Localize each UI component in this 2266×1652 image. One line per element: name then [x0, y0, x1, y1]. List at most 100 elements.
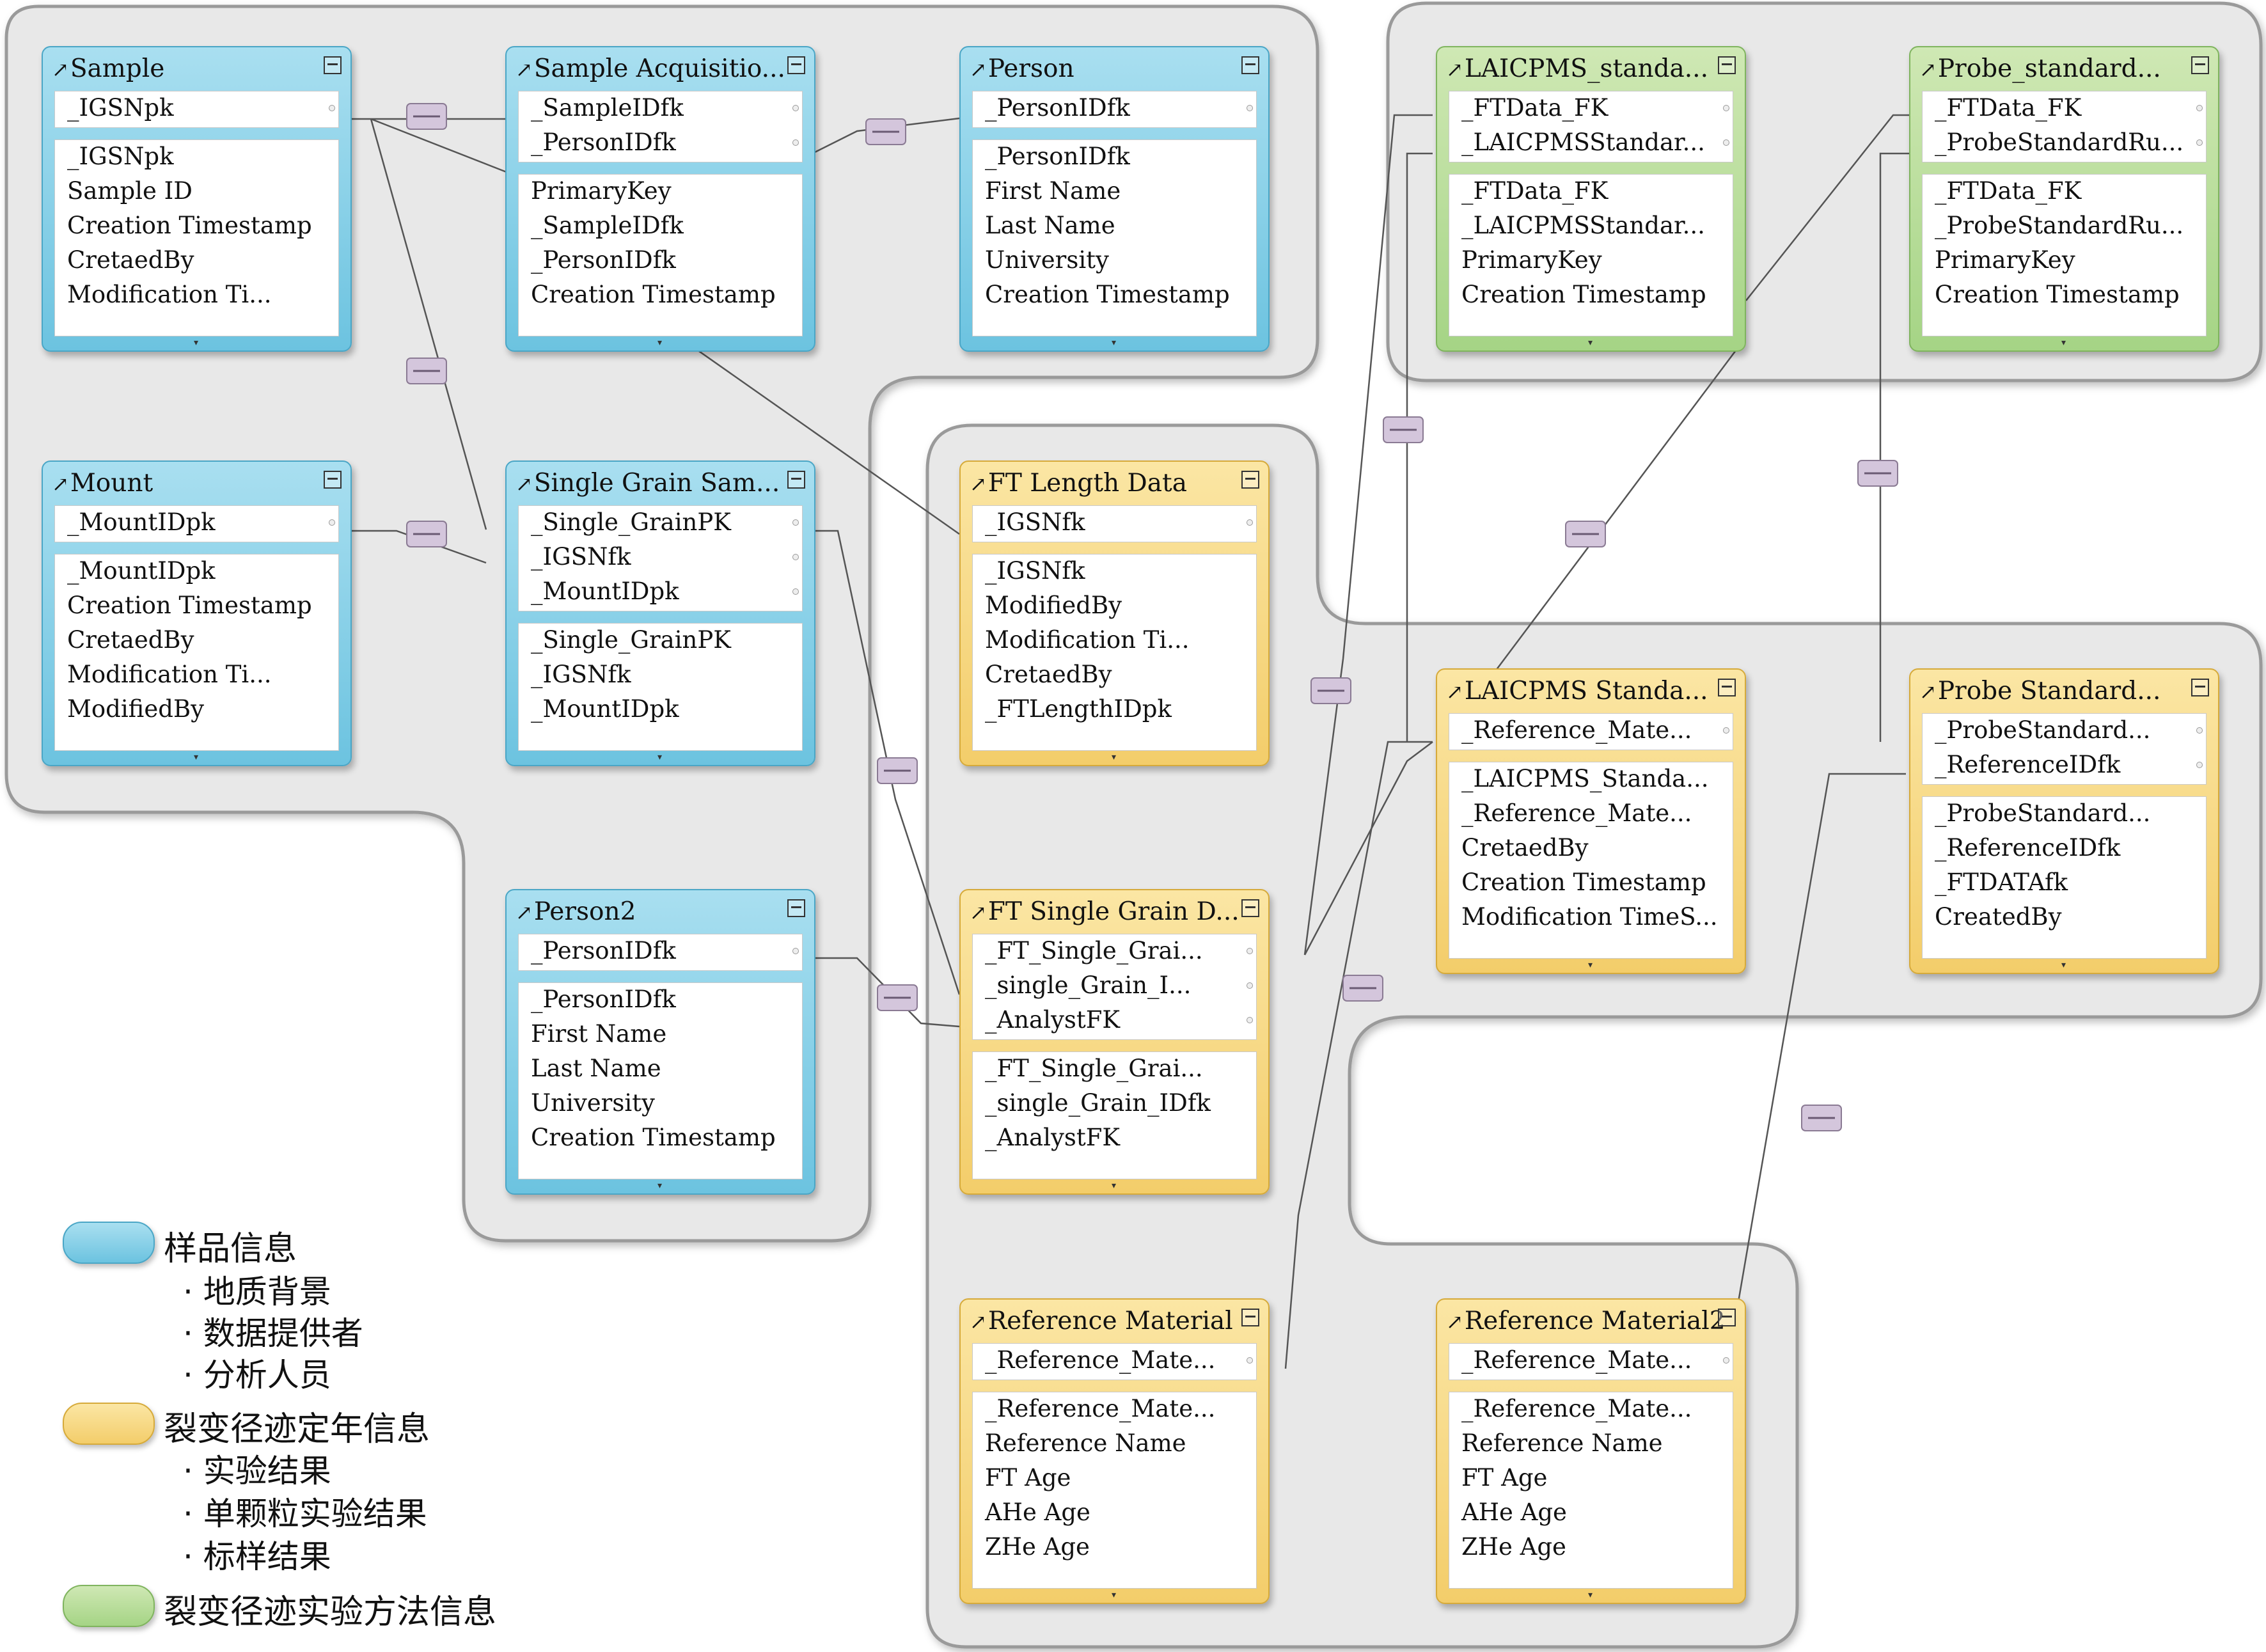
table-field[interactable]: First Name [985, 177, 1121, 205]
key-field[interactable]: _IGSNpk [54, 91, 339, 125]
table-title[interactable]: ↗LAICPMS Standa... [1446, 677, 1708, 705]
table-field[interactable]: _single_Grain_IDfk [985, 1089, 1211, 1117]
key-field[interactable]: _FTData_FK [1449, 91, 1733, 125]
table-field[interactable]: Creation Timestamp [985, 281, 1230, 308]
table-field[interactable]: _IGSNfk [531, 661, 631, 688]
table-title[interactable]: ↗Person [970, 55, 1229, 83]
table-probe-green[interactable]: ↗Probe_standard... _FTData_FK _ProbeStanda… [1909, 46, 2219, 352]
key-field[interactable]: _PersonIDfk [972, 91, 1257, 125]
collapse-icon[interactable] [1718, 56, 1736, 74]
table-field[interactable]: _MountIDpk [531, 695, 679, 723]
table-field[interactable]: _AnalystFK [985, 1124, 1121, 1151]
resize-handle-icon[interactable]: ▾ [657, 338, 664, 348]
collapse-icon[interactable] [1718, 679, 1736, 696]
resize-handle-icon[interactable]: ▾ [1587, 338, 1594, 348]
key-field[interactable]: _Reference_Mate... [972, 1343, 1257, 1378]
table-field[interactable]: PrimaryKey [1461, 246, 1602, 274]
resize-handle-icon[interactable]: ▾ [1111, 1590, 1118, 1600]
collapse-icon[interactable] [2191, 56, 2209, 74]
table-field[interactable]: _ProbeStandard... [1935, 799, 2151, 827]
table-ref2[interactable]: ↗Reference Material2 _Reference_Mate... _R… [1436, 1298, 1746, 1604]
key-field[interactable]: _ReferenceIDfk [1922, 748, 2207, 782]
table-field[interactable]: Creation Timestamp [1461, 869, 1706, 896]
resize-handle-icon[interactable]: ▾ [1587, 1590, 1594, 1600]
table-field[interactable]: _IGSNfk [985, 557, 1085, 585]
table-field[interactable]: AHe Age [1461, 1499, 1567, 1526]
table-field[interactable]: _Reference_Mate... [1461, 1395, 1692, 1422]
key-field[interactable]: _IGSNfk [518, 540, 803, 574]
collapse-icon[interactable] [324, 471, 342, 489]
table-field[interactable]: _PersonIDfk [985, 143, 1130, 170]
resize-handle-icon[interactable]: ▾ [1111, 1181, 1118, 1191]
table-title[interactable]: ↗LAICPMS_standa... [1446, 55, 1708, 83]
collapse-icon[interactable] [2191, 679, 2209, 696]
table-field[interactable]: _FTData_FK [1461, 177, 1609, 205]
table-field[interactable]: _FTDATAfk [1935, 869, 2068, 896]
resize-handle-icon[interactable]: ▾ [193, 752, 200, 762]
key-field[interactable]: _SampleIDfk [518, 91, 803, 125]
collapse-icon[interactable] [1241, 899, 1259, 917]
resize-handle-icon[interactable]: ▾ [657, 1181, 664, 1191]
table-field[interactable]: FT Age [1461, 1464, 1548, 1491]
table-title[interactable]: ↗Reference Material2 [1446, 1307, 1726, 1335]
key-field[interactable]: _AnalystFK [972, 1003, 1257, 1037]
table-field[interactable]: Reference Name [985, 1429, 1186, 1457]
table-field[interactable]: CretaedBy [67, 626, 194, 654]
table-field[interactable]: _ProbeStandardRu... [1935, 212, 2184, 239]
table-field[interactable]: _Reference_Mate... [1461, 799, 1692, 827]
table-field[interactable]: Reference Name [1461, 1429, 1663, 1457]
table-field[interactable]: _FT_Single_Grai... [985, 1055, 1203, 1082]
table-title[interactable]: ↗Sample Acquisitio... [515, 55, 785, 83]
key-field[interactable]: _LAICPMSStandar... [1449, 125, 1733, 160]
resize-handle-icon[interactable]: ▾ [2061, 960, 2068, 970]
table-field[interactable]: _PersonIDfk [531, 986, 676, 1013]
table-field[interactable]: CretaedBy [985, 661, 1112, 688]
table-field[interactable]: Creation Timestamp [1461, 281, 1706, 308]
key-field[interactable]: _IGSNfk [972, 505, 1257, 540]
table-field[interactable]: Modification Ti... [67, 281, 272, 308]
table-field[interactable]: Creation Timestamp [1935, 281, 2180, 308]
key-field[interactable]: _PersonIDfk [518, 125, 803, 160]
table-single-grain[interactable]: ↗Single Grain Sam..._Single_GrainPK_IGSN… [505, 460, 815, 766]
table-field[interactable]: ZHe Age [1461, 1533, 1566, 1561]
key-field[interactable]: _Reference_Mate... [1449, 1343, 1733, 1378]
table-field[interactable]: _FTLengthIDpk [985, 695, 1172, 723]
table-field[interactable]: Creation Timestamp [67, 212, 312, 239]
table-laicpms-std[interactable]: ↗LAICPMS Standa..._Reference_Mate..._LAI… [1436, 668, 1746, 974]
table-field[interactable]: Last Name [985, 212, 1115, 239]
table-title[interactable]: ↗Probe_standard... [1919, 55, 2178, 83]
table-field[interactable]: _SampleIDfk [531, 212, 684, 239]
table-laicpms-green[interactable]: ↗LAICPMS_standa..._FTData_FK_LAICPMSStan… [1436, 46, 1746, 352]
table-field[interactable]: _PersonIDfk [531, 246, 676, 274]
table-field[interactable]: First Name [531, 1020, 667, 1048]
table-field[interactable]: AHe Age [985, 1499, 1090, 1526]
table-title[interactable]: ↗FT Single Grain D... [970, 898, 1239, 926]
table-title[interactable]: ↗Person2 [515, 898, 775, 926]
key-field[interactable]: _Reference_Mate... [1449, 713, 1733, 748]
key-field[interactable]: _Single_GrainPK [518, 505, 803, 540]
table-field[interactable]: _MountIDpk [67, 557, 216, 585]
table-field[interactable]: Last Name [531, 1055, 661, 1082]
table-field[interactable]: CreatedBy [1935, 903, 2062, 931]
key-field[interactable]: _ProbeStandard... [1922, 713, 2207, 748]
table-field[interactable]: _Reference_Mate... [985, 1395, 1216, 1422]
table-field[interactable]: _ReferenceIDfk [1935, 834, 2121, 861]
key-field[interactable]: _MountIDpk [518, 574, 803, 609]
key-field[interactable]: _FTData_FK [1922, 91, 2207, 125]
table-field[interactable]: _FTData_FK [1935, 177, 2082, 205]
collapse-icon[interactable] [787, 56, 805, 74]
table-field[interactable]: Creation Timestamp [531, 281, 776, 308]
table-field[interactable]: University [985, 246, 1109, 274]
key-field[interactable]: _single_Grain_I... [972, 968, 1257, 1003]
table-field[interactable]: ModifiedBy [985, 592, 1122, 619]
collapse-icon[interactable] [324, 56, 342, 74]
collapse-icon[interactable] [1241, 471, 1259, 489]
collapse-icon[interactable] [1718, 1309, 1736, 1326]
collapse-icon[interactable] [787, 471, 805, 489]
table-field[interactable]: FT Age [985, 1464, 1071, 1491]
